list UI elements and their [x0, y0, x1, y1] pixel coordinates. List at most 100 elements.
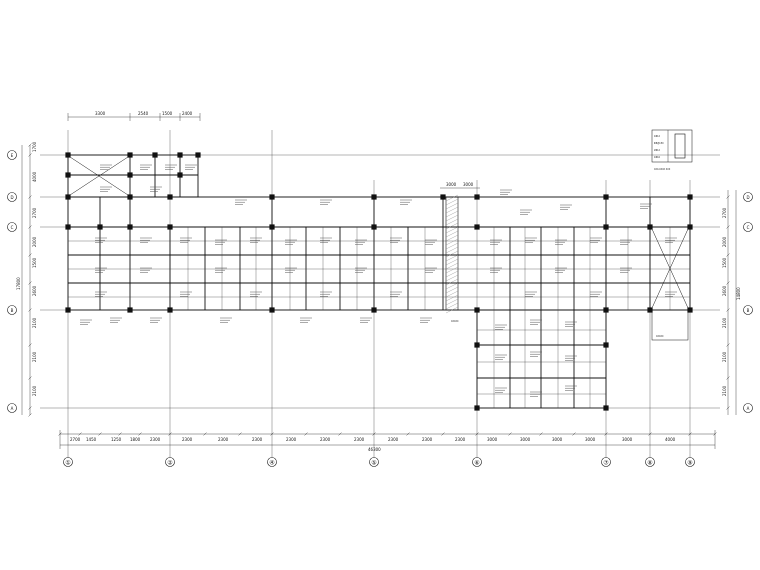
column	[687, 224, 693, 230]
dim-total: 46300	[368, 447, 381, 452]
beam-outline	[67, 154, 691, 409]
axis-x-7: ⑦	[603, 460, 609, 467]
dim-left-2: 4000	[32, 171, 37, 182]
dim-mid-top-1: 3000	[446, 182, 457, 187]
dim-bottom-5: 2300	[150, 437, 161, 442]
beam-annotations	[80, 164, 677, 397]
column	[65, 194, 71, 200]
column	[440, 194, 446, 200]
axis-bubbles-y-right	[743, 192, 753, 413]
dim-left-total: 17800	[16, 277, 21, 290]
dim-left-8: 2100	[32, 351, 37, 362]
axis-y-left-b: B	[11, 308, 14, 313]
column	[127, 172, 133, 178]
column	[127, 307, 133, 313]
dim-bottom-20: 4000	[665, 437, 676, 442]
axis-x-6: ⑥	[474, 460, 479, 467]
legend-caption: XXX-XXXX XXX	[654, 168, 671, 171]
column	[177, 172, 183, 178]
axis-y-right-a: A	[747, 406, 750, 411]
dim-bottom-3: 1250	[111, 437, 122, 442]
column	[269, 194, 275, 200]
axis-x-1: ①	[65, 460, 70, 467]
axis-x-4: ④	[269, 460, 274, 467]
dim-right-1: 2700	[722, 207, 727, 218]
dim-right-3: 1500	[722, 257, 727, 268]
columns	[65, 152, 693, 411]
axis-x-8: ⑧	[647, 460, 652, 467]
column	[167, 224, 173, 230]
beam-note: XXXXX	[451, 320, 459, 323]
dim-bottom-16: 3000	[520, 437, 531, 442]
dim-right-6: 2100	[722, 351, 727, 362]
dim-left-5: 1500	[32, 257, 37, 268]
dim-left-1: 1700	[32, 141, 37, 152]
column	[687, 307, 693, 313]
axis-bubbles-x	[63, 457, 695, 467]
dim-right-7: 2100	[722, 385, 727, 396]
legend-row-3: 2Φ12	[654, 149, 661, 152]
axis-bubbles-y-left	[7, 150, 17, 413]
axis-x-2: ②	[167, 460, 173, 467]
detail-legend: 1Φ12 Φ8@150 2Φ12 1Φ16 XXX-XXXX XXX	[651, 129, 693, 171]
dimension-lines	[21, 113, 737, 449]
column	[65, 172, 71, 178]
axis-y-left-c: C	[11, 225, 14, 230]
dim-top-1: 3300	[95, 111, 106, 116]
column	[603, 342, 609, 348]
dim-bottom-1: 2700	[70, 437, 81, 442]
column	[127, 224, 133, 230]
column	[127, 194, 133, 200]
column	[474, 224, 480, 230]
column	[177, 152, 183, 158]
axis-y-right-d: D	[746, 195, 749, 200]
column	[474, 342, 480, 348]
dim-left-7: 2100	[32, 317, 37, 328]
axis-y-right-c: C	[747, 225, 750, 230]
column	[474, 307, 480, 313]
column	[603, 307, 609, 313]
axis-x-5: ⑤	[371, 460, 376, 467]
column	[687, 194, 693, 200]
dim-bottom-4: 1800	[130, 437, 141, 442]
dim-top-3: 1500	[162, 111, 173, 116]
dim-mid-top-2: 3000	[463, 182, 474, 187]
column	[647, 307, 653, 313]
dim-bottom-18: 3000	[585, 437, 596, 442]
dim-bottom-8: 2300	[252, 437, 263, 442]
dim-bottom-14: 2300	[455, 437, 466, 442]
dim-bottom-9: 2300	[286, 437, 297, 442]
legend-row-1: 1Φ12	[654, 135, 661, 138]
column	[603, 194, 609, 200]
dim-bottom-11: 2300	[354, 437, 365, 442]
dim-bottom-19: 3000	[622, 437, 633, 442]
room-note: XXXXX	[656, 335, 664, 338]
column	[97, 224, 103, 230]
column	[474, 194, 480, 200]
dim-left-4: 2000	[32, 236, 37, 247]
dim-right-4: 2600	[722, 285, 727, 296]
dim-bottom-12: 2300	[388, 437, 399, 442]
column	[167, 307, 173, 313]
column	[269, 307, 275, 313]
column	[269, 224, 275, 230]
dim-top-4: 2400	[182, 111, 193, 116]
axis-y-right-b: B	[747, 308, 750, 313]
column	[603, 224, 609, 230]
shear-wall-hatch	[445, 194, 459, 314]
dim-right-total: 14800	[736, 287, 741, 300]
legend-row-2: Φ8@150	[654, 142, 664, 145]
legend-row-4: 1Φ16	[654, 156, 661, 159]
axis-x-9: ⑨	[687, 460, 692, 467]
column	[195, 152, 201, 158]
axis-y-left-e: E	[11, 153, 14, 158]
column	[127, 152, 133, 158]
column	[371, 224, 377, 230]
column	[474, 405, 480, 411]
dim-bottom-17: 3000	[552, 437, 563, 442]
dim-bottom-13: 2300	[422, 437, 433, 442]
column	[65, 307, 71, 313]
dim-right-2: 2000	[722, 236, 727, 247]
dim-right-5: 2100	[722, 317, 727, 328]
